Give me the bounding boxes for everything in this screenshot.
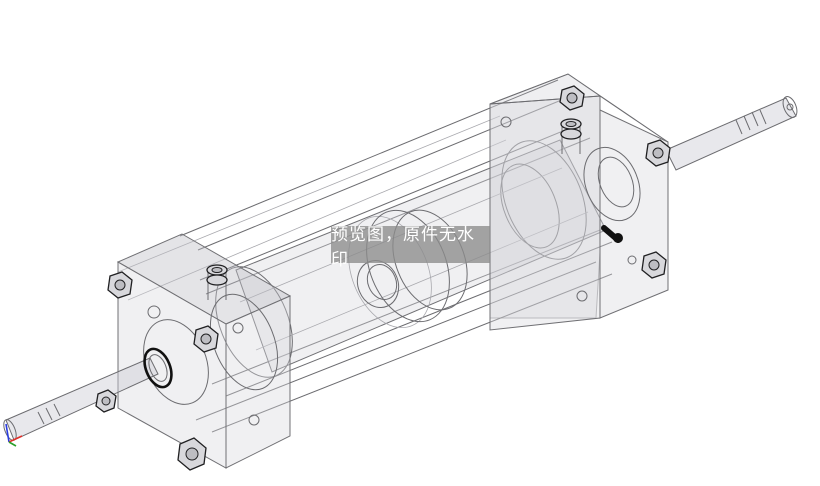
hex-nut-icon bbox=[107, 271, 133, 299]
hex-nut-icon bbox=[193, 325, 219, 353]
preview-watermark: 预览图，原件无水印 bbox=[331, 225, 490, 270]
cushion-screw-rear bbox=[601, 225, 623, 243]
rear-end-cap bbox=[489, 73, 669, 331]
port-fitting-front bbox=[206, 264, 228, 300]
rod-seal-front bbox=[143, 347, 173, 389]
hex-nut-icon bbox=[177, 437, 207, 471]
piston-rod-rear bbox=[665, 96, 798, 171]
axis-triad-icon bbox=[5, 423, 23, 447]
hex-nut-icon bbox=[645, 139, 671, 167]
tie-rods bbox=[117, 79, 613, 433]
hex-nut-icon bbox=[641, 251, 667, 279]
hex-nut-icon bbox=[95, 389, 117, 413]
front-end-cap bbox=[116, 233, 292, 469]
hex-nut-icon bbox=[559, 85, 585, 111]
port-fitting-rear bbox=[560, 118, 582, 154]
